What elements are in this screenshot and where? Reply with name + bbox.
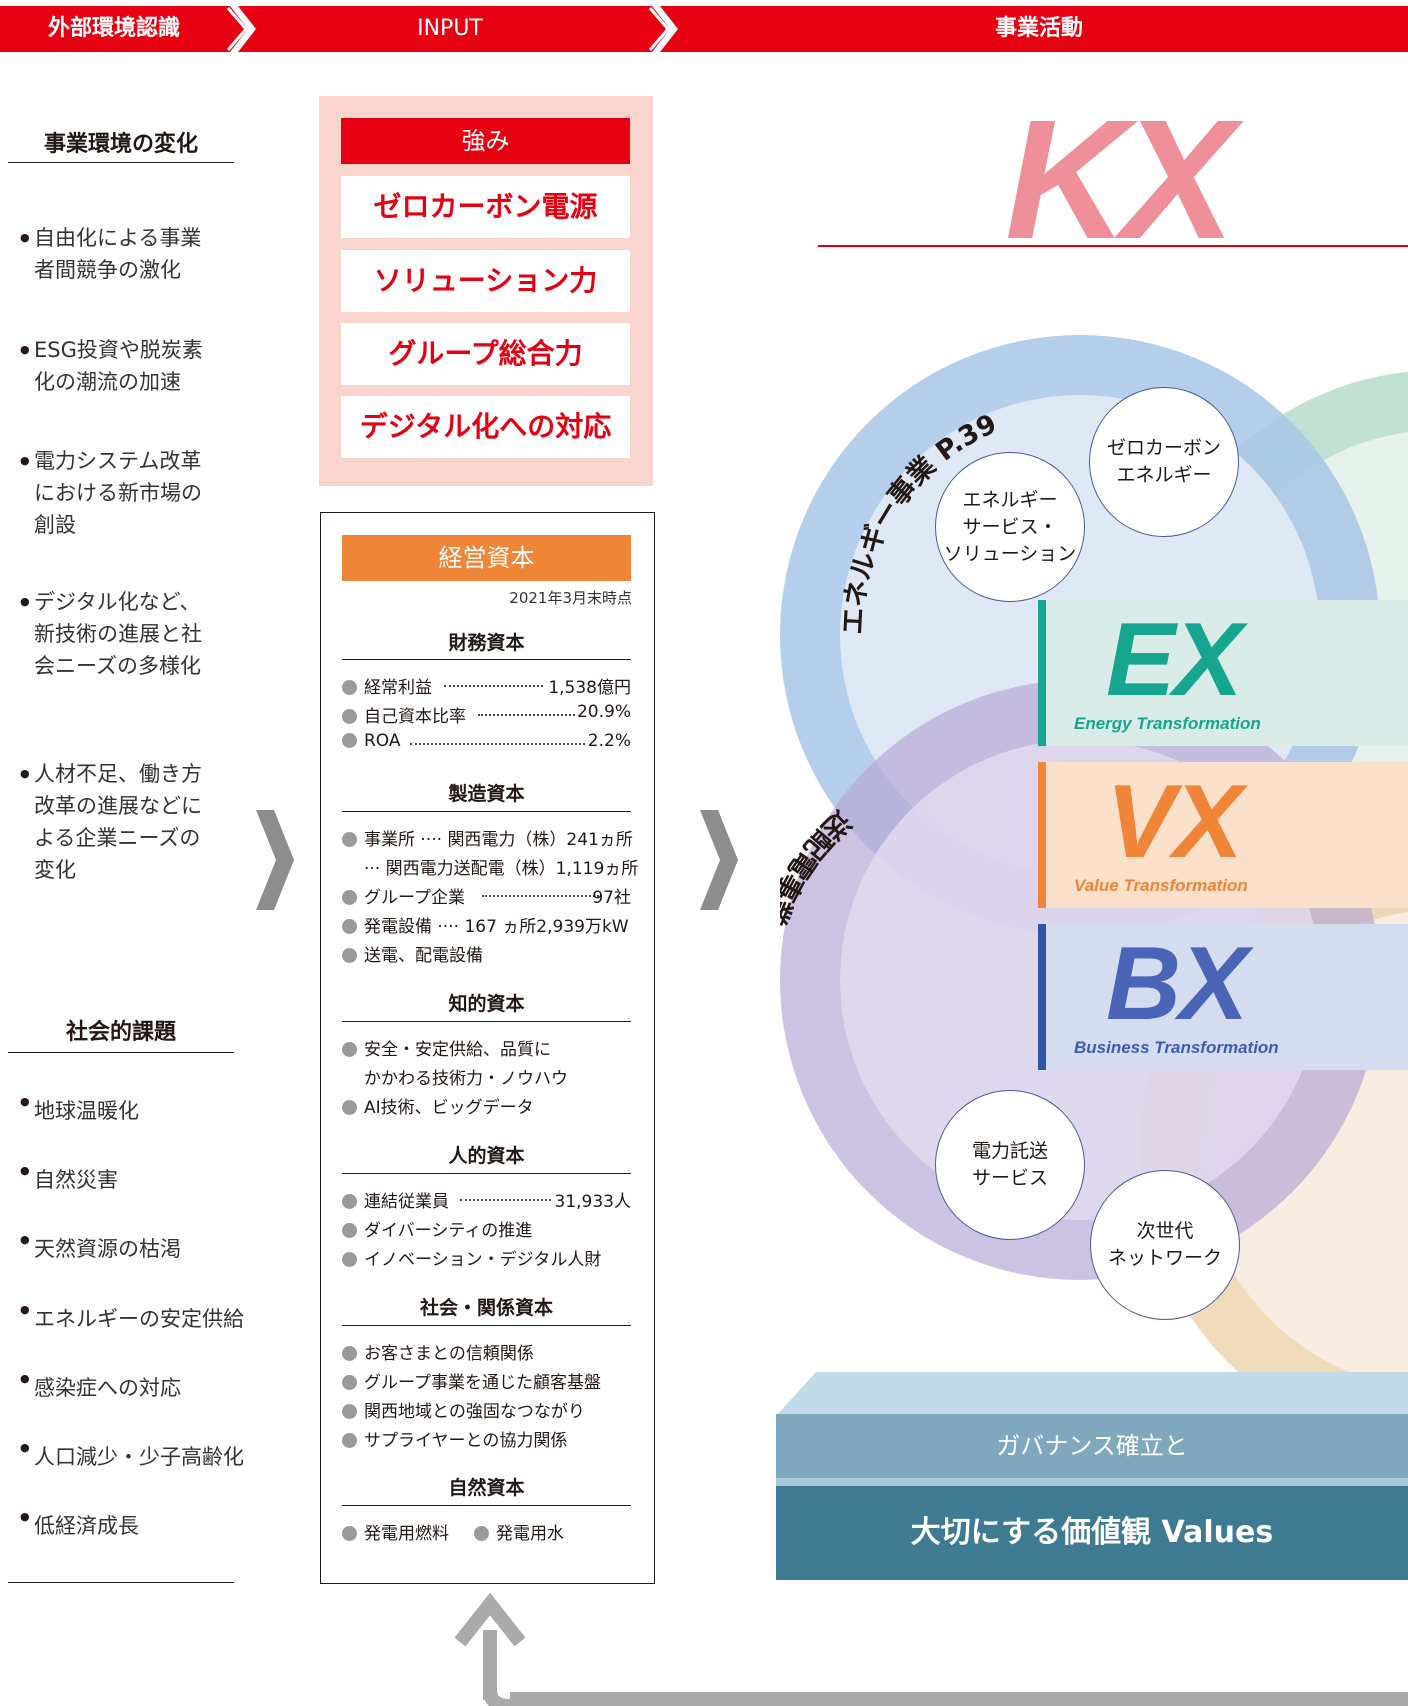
- transmission-service-circle: 電力託送サービス: [935, 1090, 1085, 1240]
- environment-rule: [8, 162, 234, 163]
- ex-label: EX: [1106, 602, 1243, 718]
- capital-row: 事業所 ···· 関西電力（株）241ヵ所: [342, 825, 633, 850]
- financial-title: 財務資本: [448, 632, 525, 654]
- social-item: 人口減少・少子高齢化: [20, 1441, 274, 1471]
- vx-label: VX: [1106, 764, 1243, 880]
- social-rule: [8, 1052, 234, 1053]
- capital-row: 発電用燃料 発電用水: [342, 1519, 631, 1544]
- strength-item: ソリューション力: [341, 250, 630, 312]
- ex-subtitle: Energy Transformation: [1074, 714, 1261, 733]
- social-item: 自然災害: [20, 1164, 274, 1194]
- strength-item: グループ総合力: [341, 323, 630, 385]
- flow-step-input: INPUT: [417, 16, 483, 41]
- env-item: ESG投資や脱炭素化の潮流の加速: [20, 334, 219, 398]
- governance-top: [776, 1372, 1408, 1416]
- bx-box: BX Business Transformation: [1038, 924, 1408, 1070]
- capital-row: ··· 関西電力送配電（株）1,119ヵ所: [364, 859, 639, 879]
- capital-row: 安全・安定供給、品質に: [342, 1035, 631, 1060]
- intellectual-title: 知的資本: [448, 993, 525, 1015]
- strength-item: ゼロカーボン電源: [341, 176, 630, 238]
- section-rule: [342, 1505, 631, 1506]
- flow-header-bar: [0, 6, 1408, 52]
- capital-date: 2021年3月末時点: [509, 589, 632, 607]
- vx-box: VX Value Transformation: [1038, 762, 1408, 908]
- ex-box: EX Energy Transformation: [1038, 600, 1408, 746]
- environment-title: 事業環境の変化: [43, 132, 198, 157]
- section-rule: [342, 811, 631, 812]
- flow-step-activity: 事業活動: [994, 16, 1083, 41]
- capital-row: サプライヤーとの協力関係: [342, 1426, 631, 1451]
- env-item: 自由化による事業者間競争の激化: [20, 222, 219, 286]
- zero-carbon-circle: ゼロカーボンエネルギー: [1089, 387, 1239, 537]
- env-item: 電力システム改革における新市場の創設: [20, 445, 219, 541]
- section-rule: [342, 1173, 631, 1174]
- social-title: 社会的課題: [65, 1020, 176, 1045]
- env-item: 人材不足、働き方改革の進展などによる企業ニーズの変化: [20, 758, 219, 886]
- human-title: 人的資本: [448, 1145, 525, 1167]
- capital-row: お客さまとの信頼関係: [342, 1339, 631, 1364]
- social-item: エネルギーの安定供給: [20, 1303, 274, 1333]
- social-item: 地球温暖化: [20, 1095, 274, 1125]
- capital-title: 経営資本: [342, 535, 631, 581]
- capital-row: かかわる技術力・ノウハウ: [364, 1069, 568, 1089]
- env-item: デジタル化など、新技術の進展と社会ニーズの多様化: [20, 586, 219, 682]
- social-item: 感染症への対応: [20, 1372, 274, 1402]
- capital-row: イノベーション・デジタル人財: [342, 1245, 631, 1270]
- strengths-panel: 強み ゼロカーボン電源 ソリューション力 グループ総合力 デジタル化への対応: [319, 96, 653, 486]
- flow-step-external: 外部環境認識: [47, 16, 180, 41]
- capital-row: 送電、配電設備: [342, 941, 631, 966]
- social-capital-title: 社会・関係資本: [419, 1297, 553, 1319]
- kx-logo: KX: [1005, 85, 1235, 275]
- platform-divider: [776, 1478, 1408, 1486]
- chevron-right-icon: [700, 810, 738, 910]
- strengths-title: 強み: [341, 118, 630, 164]
- capital-row: ダイバーシティの推進: [342, 1216, 631, 1241]
- section-rule: [342, 1021, 631, 1022]
- bx-label: BX: [1106, 926, 1248, 1042]
- next-network-circle: 次世代ネットワーク: [1090, 1170, 1240, 1320]
- bx-subtitle: Business Transformation: [1074, 1038, 1279, 1057]
- kx-rule: [818, 245, 1408, 247]
- section-rule: [342, 1325, 631, 1326]
- natural-title: 自然資本: [448, 1477, 525, 1499]
- vx-subtitle: Value Transformation: [1074, 876, 1248, 895]
- energy-service-circle: エネルギーサービス・ソリューション: [935, 452, 1085, 602]
- chevron-right-icon: [256, 810, 294, 910]
- capital-row: 関西地域との強固なつながり: [342, 1397, 631, 1422]
- manufactured-title: 製造資本: [448, 783, 525, 805]
- capital-row: AI技術、ビッグデータ: [342, 1093, 631, 1118]
- capital-row: 発電設備 ···· 167 ヵ所2,939万kW: [342, 912, 631, 937]
- social-item: 天然資源の枯渇: [20, 1233, 274, 1263]
- capital-row: グループ事業を通じた顧客基盤: [342, 1368, 631, 1393]
- values-band: 大切にする価値観 Values: [776, 1486, 1408, 1580]
- governance-band: ガバナンス確立と: [776, 1414, 1408, 1478]
- feedback-arrow: [454, 1592, 1408, 1706]
- social-bottom-rule: [8, 1582, 234, 1583]
- strength-item: デジタル化への対応: [341, 396, 630, 458]
- section-rule: [342, 659, 631, 660]
- social-item: 低経済成長: [20, 1510, 274, 1540]
